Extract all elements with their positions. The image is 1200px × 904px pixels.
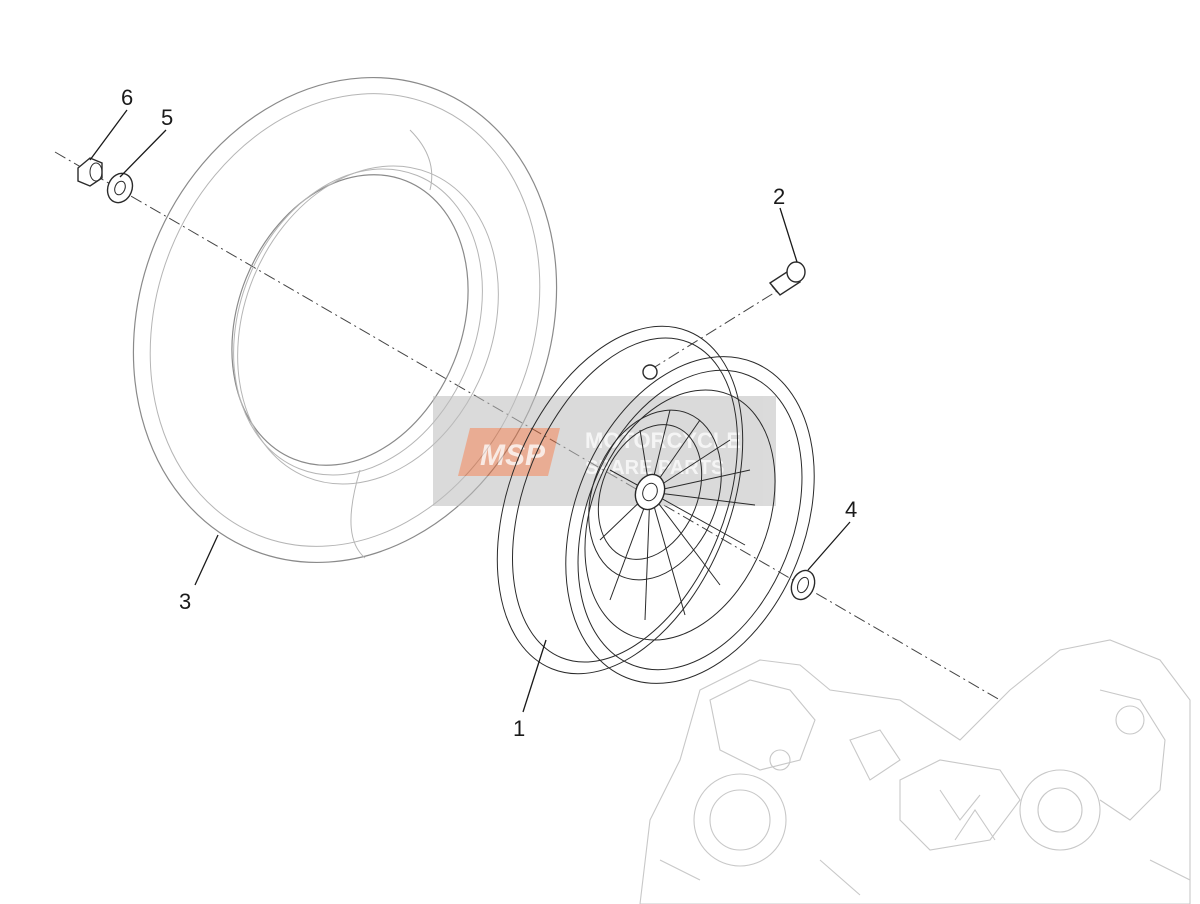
nut[interactable] <box>77 157 103 187</box>
spacer-washer[interactable] <box>787 567 819 603</box>
watermark-line2: SPARE PARTS <box>585 457 724 479</box>
assembly-axis-lines <box>54 151 1001 701</box>
callout-6: 6 <box>121 85 133 110</box>
watermark-logo-text: MSP <box>480 439 546 472</box>
watermark: MSP MOTORCYCLE SPARE PARTS <box>433 396 776 506</box>
callout-3: 3 <box>179 589 191 614</box>
callout-5: 5 <box>161 105 173 130</box>
callout-1: 1 <box>513 716 525 741</box>
leader-lines <box>89 109 851 713</box>
engine-casing <box>639 639 1191 904</box>
tyre-valve[interactable] <box>768 261 806 296</box>
callout-4: 4 <box>845 497 857 522</box>
callout-labels: 6 5 2 3 4 1 <box>121 85 857 741</box>
washer[interactable] <box>103 170 136 207</box>
callout-2: 2 <box>773 184 785 209</box>
rim-wheel[interactable] <box>450 290 860 721</box>
